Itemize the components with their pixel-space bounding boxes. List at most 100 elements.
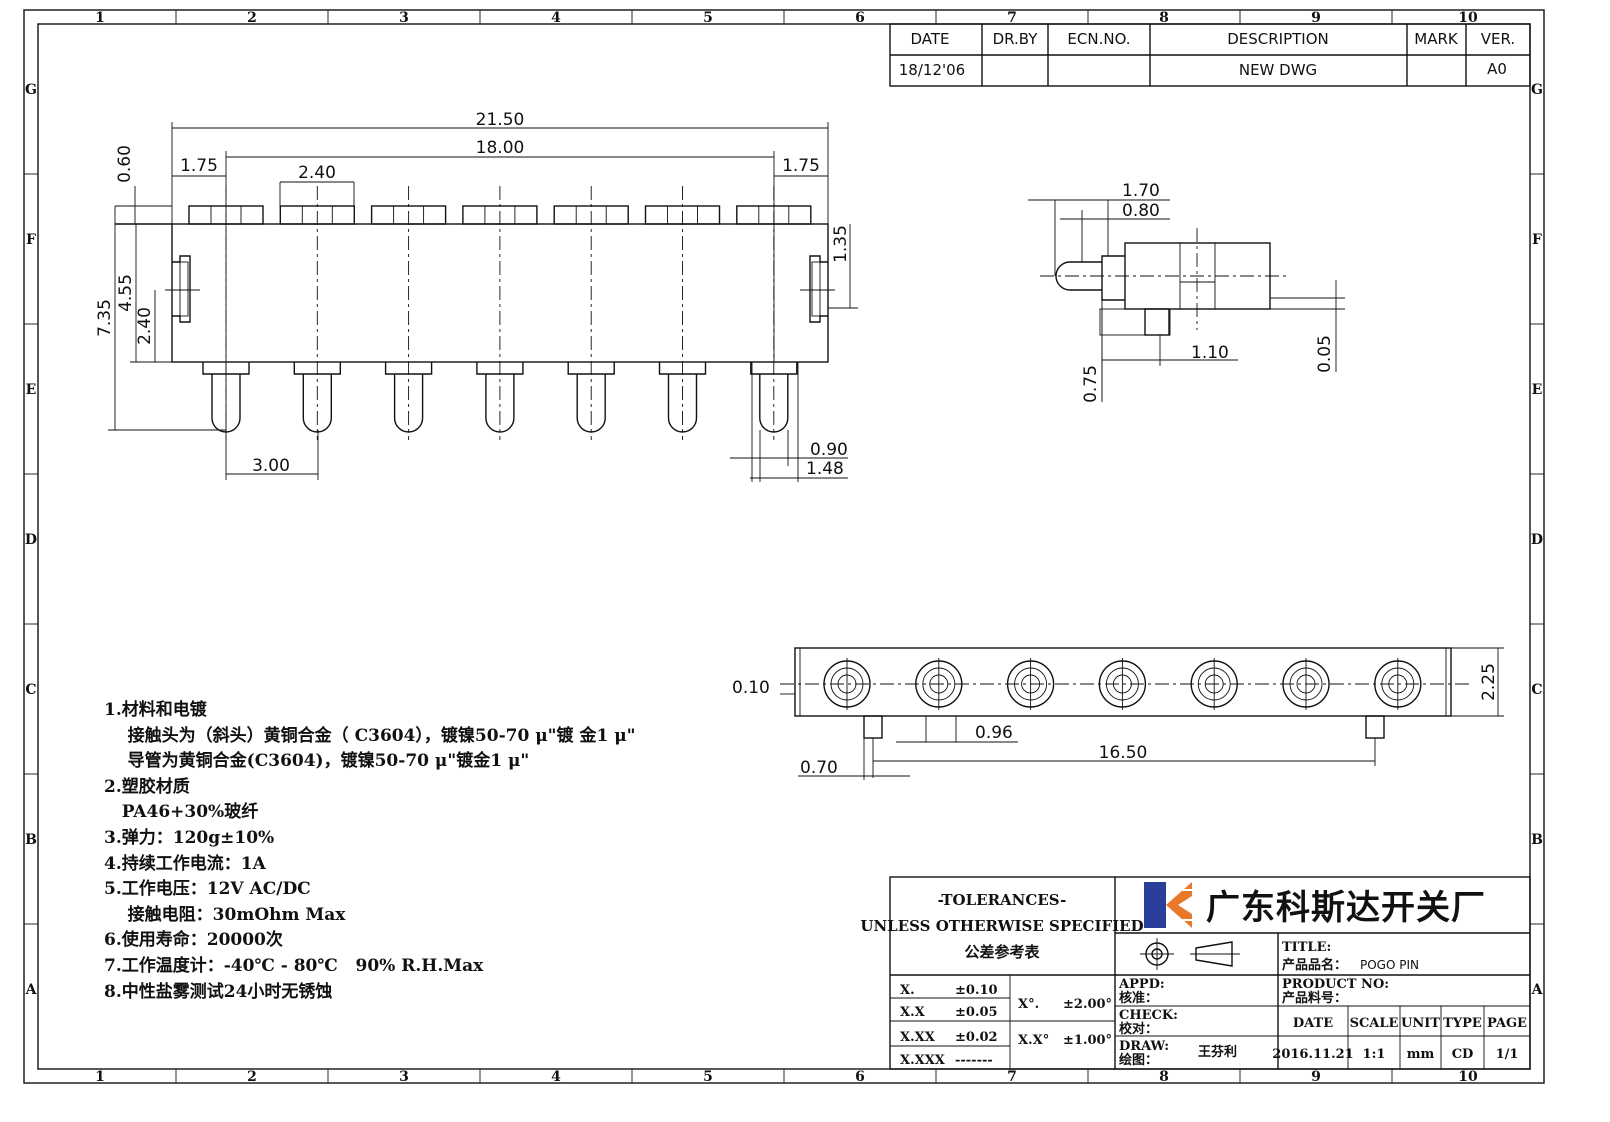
tolerances-cn: 公差参考表 — [964, 943, 1040, 961]
dim-right-margin: 1.75 — [782, 156, 820, 176]
rev-header-ecn: ECN.NO. — [1067, 30, 1130, 48]
tol-format: X. — [900, 983, 915, 998]
product-name: POGO PIN — [1360, 958, 1419, 972]
zone-row-right: B — [1531, 832, 1543, 848]
draw-label: DRAW: — [1119, 1039, 1169, 1054]
contact-pin — [759, 374, 789, 433]
zone-col-bottom: 5 — [703, 1069, 713, 1085]
info-value: 1/1 — [1496, 1047, 1519, 1062]
zone-row-right: F — [1532, 232, 1542, 248]
note-line: 4.持续工作电流：1A — [104, 853, 266, 874]
dim-lock-offset: 1.35 — [831, 225, 851, 263]
note-line: 1.材料和电镀 — [104, 700, 207, 720]
zone-col-bottom: 1 — [95, 1069, 105, 1085]
contact-pin — [485, 374, 515, 433]
angle-format: X°. — [1018, 997, 1039, 1012]
zone-row-left: D — [25, 532, 37, 548]
title-label: TITLE: — [1282, 940, 1331, 955]
dim-lock-height: 2.40 — [135, 307, 155, 345]
zone-col-bottom: 2 — [247, 1069, 257, 1085]
note-line: 2.塑胶材质 — [104, 776, 190, 797]
info-header: PAGE — [1487, 1016, 1527, 1031]
zone-col-top: 3 — [399, 10, 409, 26]
rev-header-date: DATE — [910, 30, 949, 48]
dim-peg-span: 16.50 — [1099, 743, 1148, 763]
zone-col-top: 10 — [1458, 10, 1478, 26]
zone-col-bottom: 4 — [551, 1069, 561, 1085]
info-value: mm — [1407, 1047, 1435, 1062]
rev-header-drby: DR.BY — [993, 30, 1039, 48]
tol-value: ±0.05 — [955, 1005, 998, 1020]
info-header: SCALE — [1350, 1016, 1399, 1031]
company-name: 广东科斯达开关厂 — [1206, 888, 1486, 928]
check-cn: 校对： — [1119, 1021, 1158, 1037]
zone-col-bottom: 7 — [1007, 1069, 1017, 1085]
appd-label: APPD: — [1118, 977, 1165, 992]
zone-col-top: 2 — [247, 10, 257, 26]
drawer-name: 王芬利 — [1198, 1044, 1237, 1060]
dim-side-top-a: 1.70 — [1122, 181, 1160, 201]
tol-format: X.X — [900, 1005, 926, 1020]
revision-table: DATE DR.BY ECN.NO. DESCRIPTION MARK VER.… — [889, 23, 1531, 87]
check-label: CHECK: — [1119, 1008, 1178, 1023]
zone-col-top: 9 — [1311, 10, 1321, 26]
zone-row-left: C — [25, 682, 36, 698]
zone-col-top: 8 — [1159, 10, 1169, 26]
dim-pitch: 3.00 — [252, 456, 290, 476]
dim-pitch-span: 18.00 — [476, 138, 525, 158]
info-value: 2016.11.21 — [1272, 1047, 1353, 1062]
zone-row-right: D — [1531, 532, 1543, 548]
dim-overall-width: 21.50 — [476, 110, 525, 130]
front-view: 21.50 18.00 1.75 1.75 2.40 0.60 7.35 4.5… — [95, 110, 858, 482]
note-line: 导管为黄铜合金(C3604)，镀镍50-70 μ"镀金1 μ" — [104, 751, 530, 772]
note-line: PA46+30%玻纤 — [104, 802, 259, 823]
info-value: 1:1 — [1363, 1047, 1386, 1062]
zone-col-top: 1 — [95, 10, 105, 26]
dim-bottom-edge: 0.10 — [732, 678, 770, 698]
dim-overall-height: 7.35 — [95, 299, 115, 337]
zone-row-right: A — [1531, 982, 1544, 998]
zone-row-right: E — [1532, 382, 1543, 398]
bottom-view: 0.10 2.25 0.96 16.50 0.70 — [732, 647, 1504, 780]
side-view: 1.70 0.80 1.10 0.75 0.05 — [1028, 181, 1345, 403]
zone-row-left: G — [25, 82, 37, 98]
angle-value: ±1.00° — [1063, 1033, 1112, 1048]
rev-date: 18/12'06 — [899, 61, 965, 79]
angle-format: X.X° — [1018, 1033, 1049, 1048]
zone-row-left: F — [26, 232, 36, 248]
zone-col-bottom: 10 — [1458, 1069, 1478, 1085]
dim-slot-width: 2.40 — [298, 163, 336, 183]
contact-pin — [393, 374, 424, 433]
tol-value: ±0.02 — [955, 1030, 998, 1045]
product-no-label: PRODUCT NO: — [1282, 977, 1389, 992]
note-line: 5.工作电压：12V AC/DC — [104, 879, 311, 900]
contact-pin — [667, 374, 698, 433]
product-name-label: 产品品名： — [1282, 957, 1347, 973]
dim-left-margin: 1.75 — [180, 156, 218, 176]
note-line: 3.弹力：120g±10% — [104, 827, 275, 848]
note-line: 8.中性盐雾测试24小时无锈蚀 — [104, 981, 333, 1002]
dim-top-step: 0.60 — [115, 145, 135, 183]
company-logo-icon — [1144, 882, 1192, 928]
contact-pin — [576, 374, 606, 433]
draw-cn: 绘图： — [1119, 1052, 1158, 1068]
tolerances-title: -TOLERANCES- — [938, 891, 1067, 909]
title-block: -TOLERANCES- UNLESS OTHERWISE SPECIFIED … — [860, 876, 1531, 1070]
rev-description: NEW DWG — [1239, 61, 1317, 79]
zone-col-bottom: 6 — [855, 1069, 865, 1085]
dim-bottom-depth: 2.25 — [1479, 663, 1499, 701]
product-no-cn: 产品料号： — [1282, 990, 1347, 1006]
tol-format: X.XXX — [900, 1053, 946, 1068]
dim-pin-dia: 0.90 — [810, 440, 848, 460]
info-header: TYPE — [1443, 1016, 1482, 1031]
zone-row-right: G — [1531, 82, 1543, 98]
third-angle-projection-icon — [1140, 938, 1240, 970]
rev-ver: A0 — [1487, 60, 1507, 78]
note-line: 接触电阻：30mOhm Max — [104, 904, 346, 925]
zone-col-top: 4 — [551, 10, 561, 26]
rev-header-description: DESCRIPTION — [1227, 30, 1329, 48]
dim-side-tail: 1.10 — [1191, 343, 1229, 363]
rev-header-ver: VER. — [1481, 30, 1515, 48]
